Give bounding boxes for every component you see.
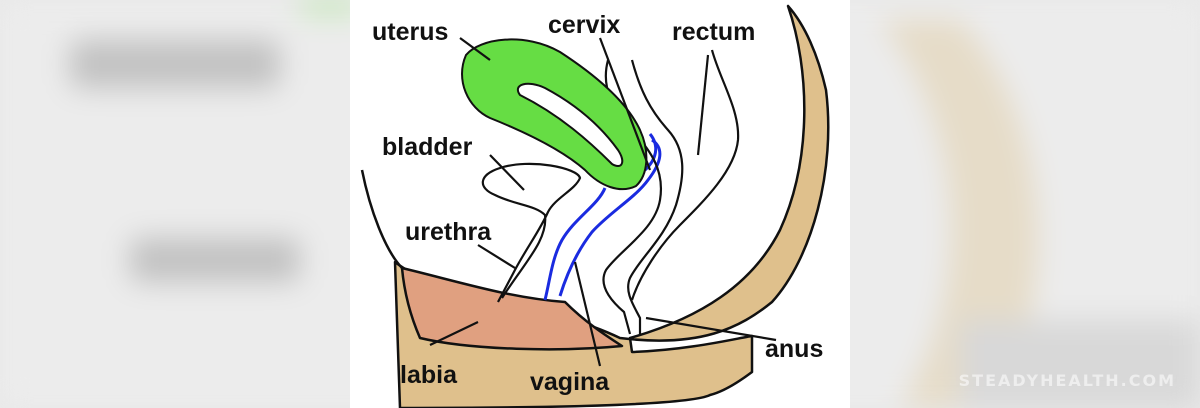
label-vagina: vagina (530, 368, 610, 396)
label-bladder: bladder (382, 133, 473, 161)
leader-lines (429, 37, 777, 367)
label-uterus: uterus (372, 18, 448, 46)
label-cervix: cervix (548, 11, 620, 39)
uterus-leader (459, 37, 491, 61)
vagina-leader (573, 261, 602, 367)
label-anus: anus (765, 335, 823, 363)
rectum-outer-wall (630, 49, 740, 301)
vagina-wall-front (543, 187, 607, 301)
uterus-shape (461, 38, 648, 191)
urethra-leader (477, 244, 516, 269)
bladder-leader (489, 154, 525, 191)
label-urethra: urethra (405, 218, 492, 246)
watermark: STEADYHEALTH.COM (958, 371, 1176, 390)
bladder-shape (481, 162, 582, 303)
vagina-fornix (643, 133, 658, 172)
rectum-leader (696, 54, 710, 156)
anus-leader (645, 316, 777, 342)
label-rectum: rectum (672, 18, 755, 46)
label-labia: labia (400, 361, 458, 389)
cervix-leader (598, 37, 652, 171)
rectum-back-wall (627, 59, 684, 336)
labia-leader (429, 321, 479, 346)
abdomen-outline (360, 169, 403, 269)
vagina-wall-back (558, 138, 662, 297)
